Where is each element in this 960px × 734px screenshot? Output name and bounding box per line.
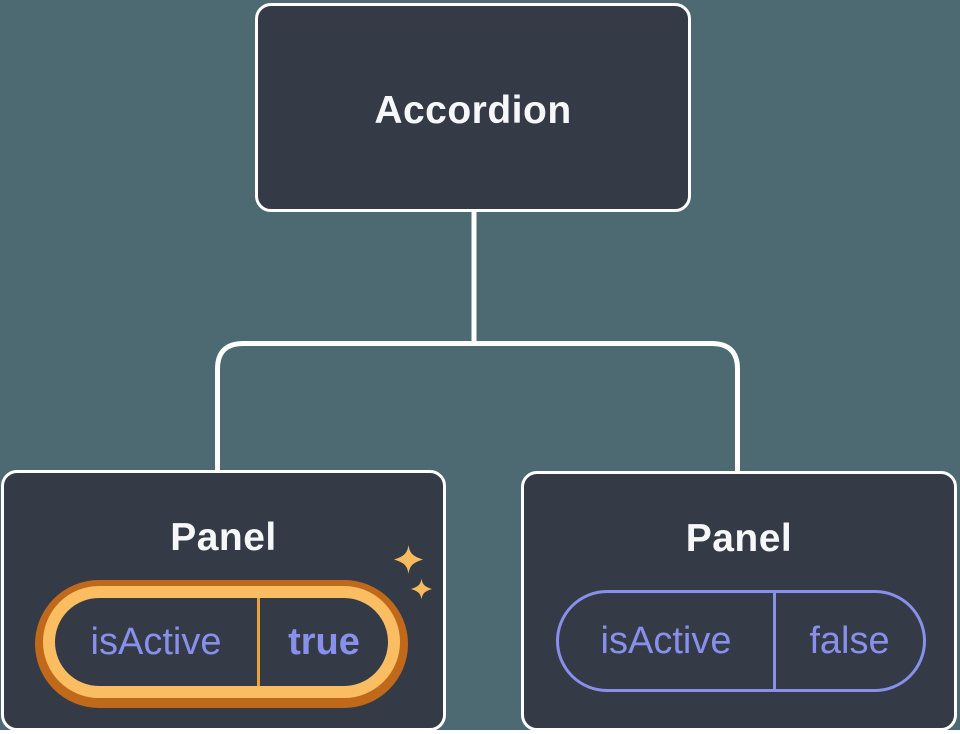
pill-divider bbox=[773, 593, 776, 689]
component-box-panel-inactive: Panel isActive false bbox=[521, 471, 957, 731]
prop-value: false bbox=[809, 619, 890, 662]
component-label: Panel bbox=[170, 516, 277, 559]
bottom-edge-strip bbox=[0, 730, 960, 734]
prop-value: true bbox=[288, 620, 360, 663]
prop-pill-active: isActive true bbox=[43, 586, 400, 698]
component-box-accordion: Accordion bbox=[255, 3, 691, 212]
sparkle-icon bbox=[394, 545, 423, 574]
sparkle-icon bbox=[411, 578, 432, 600]
component-label: Panel bbox=[685, 517, 793, 560]
component-box-panel-active: Panel isActive true bbox=[1, 470, 446, 731]
pill-divider bbox=[257, 598, 260, 686]
prop-name: isActive bbox=[90, 620, 222, 663]
component-label: Accordion bbox=[374, 89, 572, 132]
prop-pill-inactive: isActive false bbox=[556, 590, 926, 692]
prop-name: isActive bbox=[600, 619, 732, 662]
connector-branch bbox=[215, 341, 740, 471]
